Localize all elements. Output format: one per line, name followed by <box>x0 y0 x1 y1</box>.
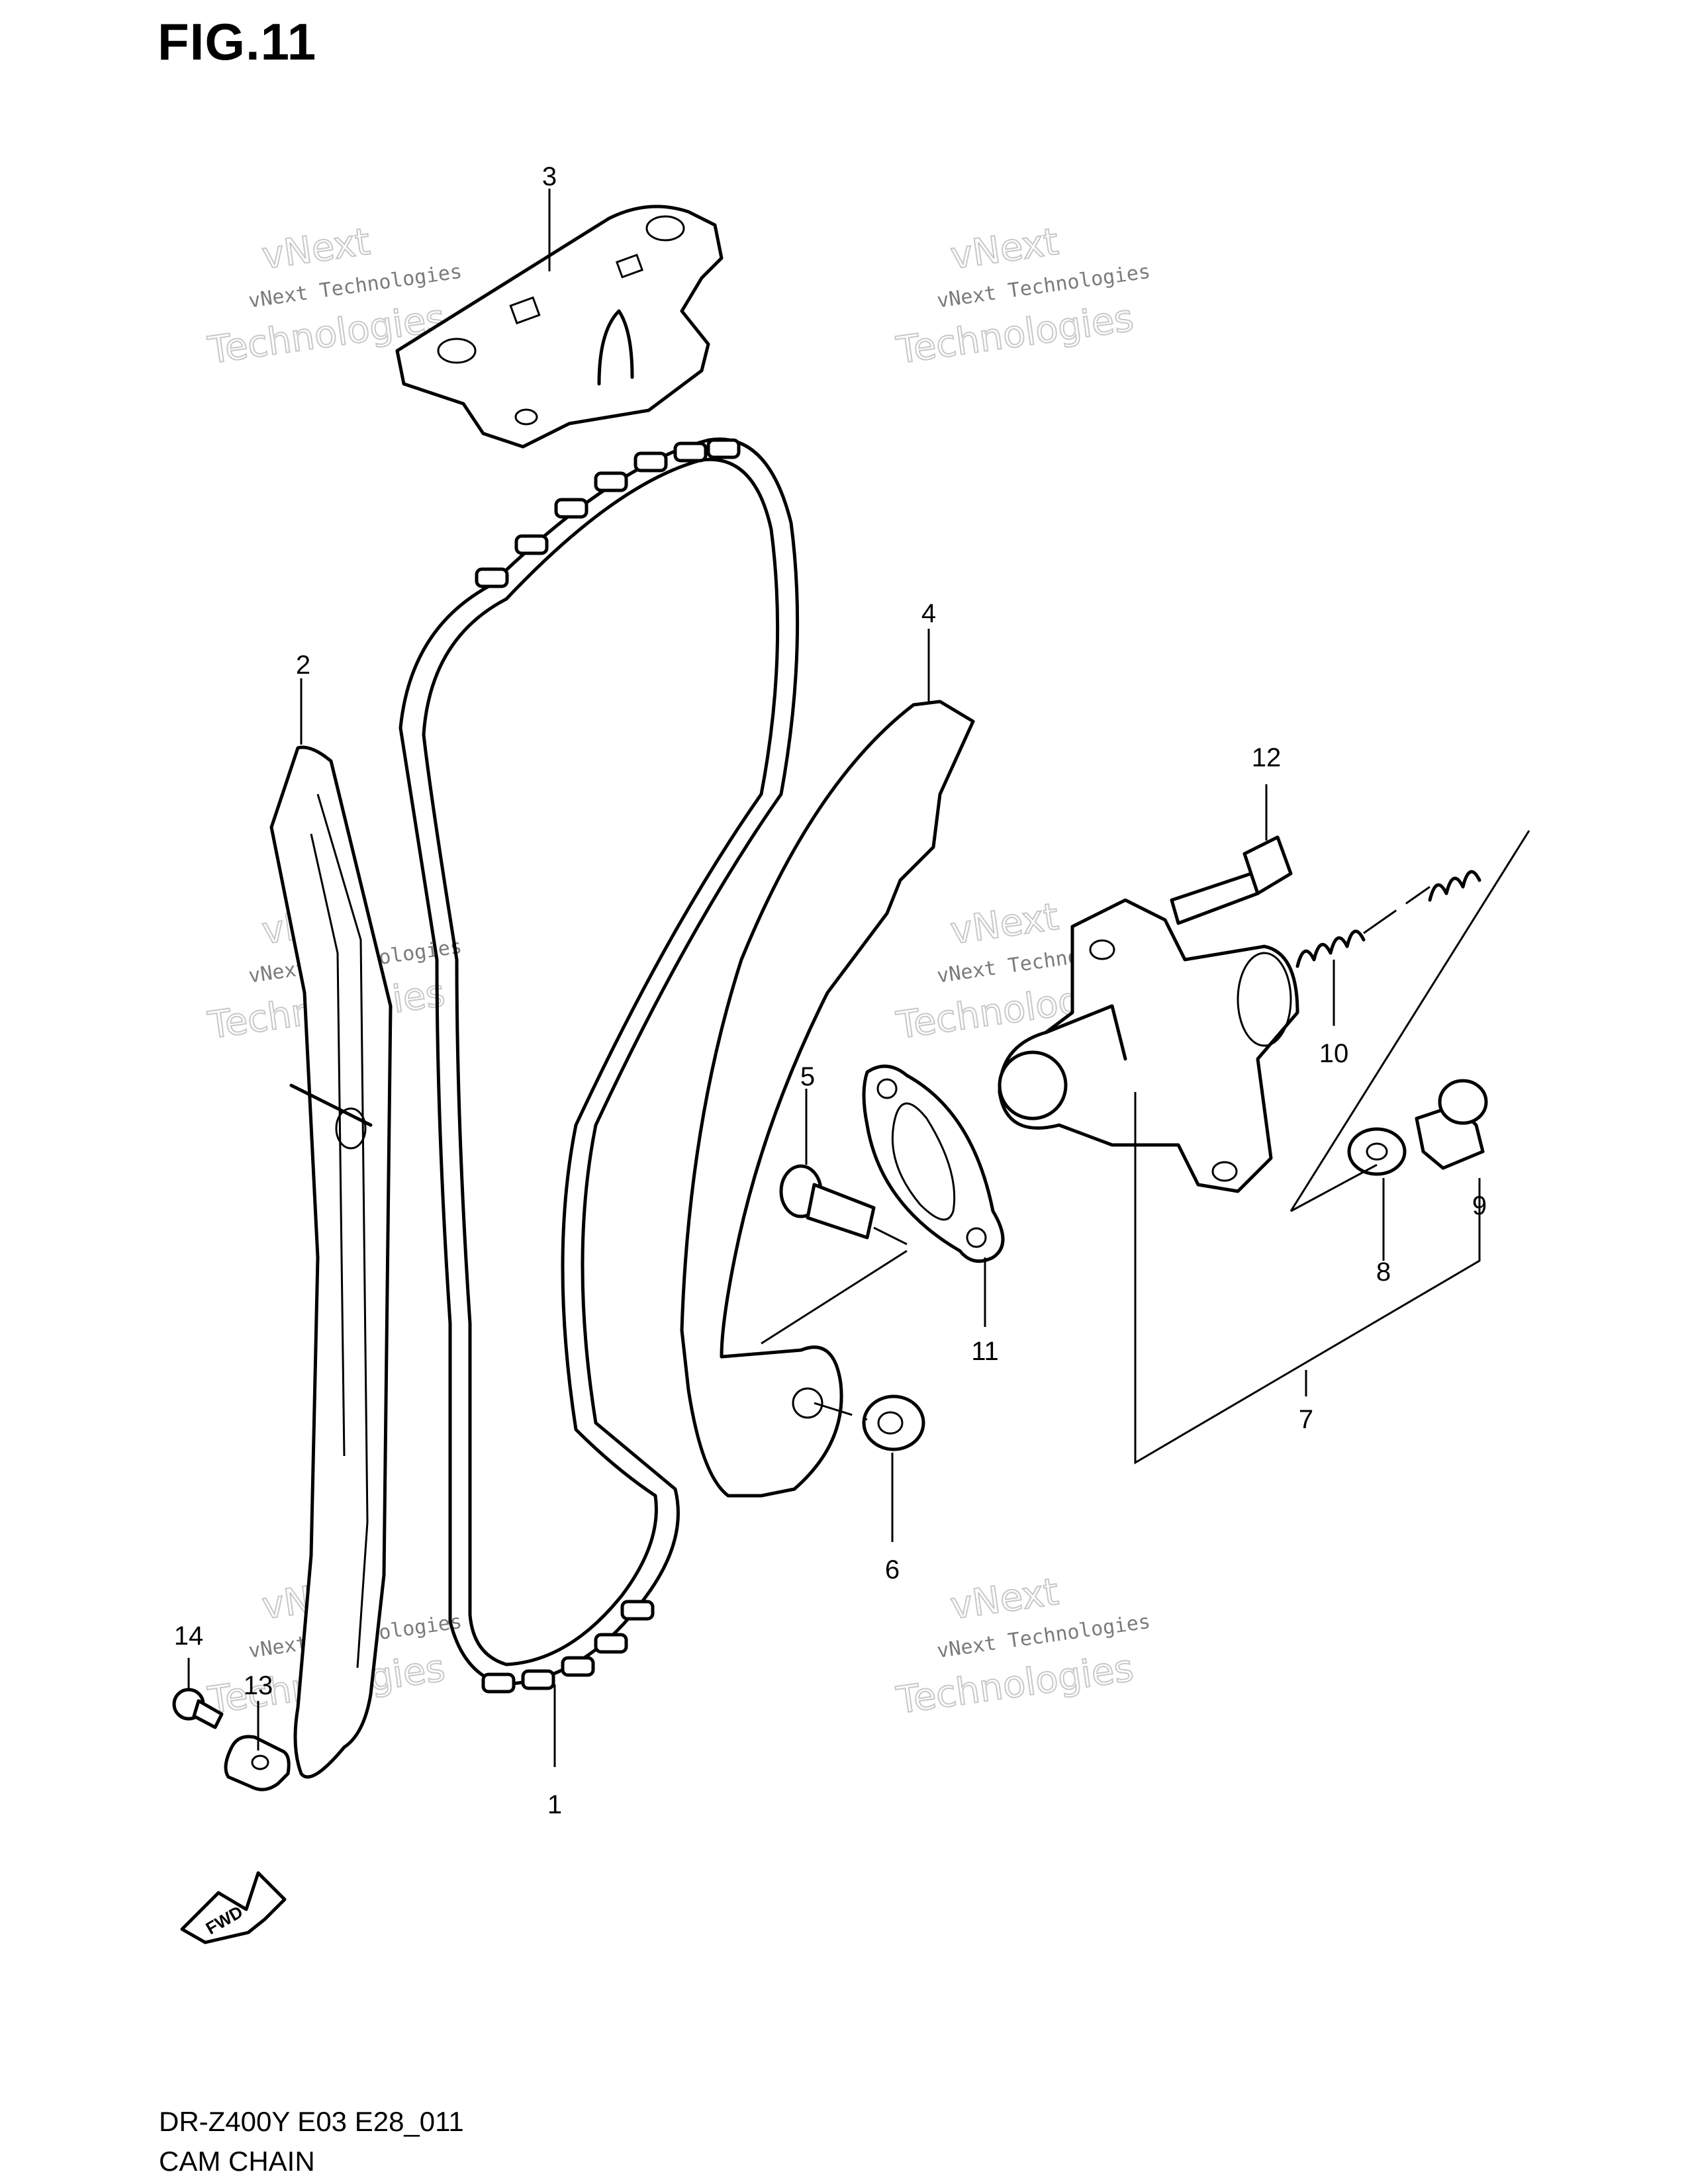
watermark-text: vNext <box>948 1570 1061 1628</box>
part-3-top-guide <box>395 205 724 449</box>
part-9-cap-bolt <box>1415 1079 1488 1170</box>
part-1-cam-chain <box>399 437 800 1694</box>
figure-name: CAM CHAIN <box>159 2146 315 2177</box>
figure-title: FIG.11 <box>158 13 317 71</box>
fwd-arrow-icon: FWD <box>180 1871 287 1944</box>
callout-1: 1 <box>547 1790 562 1819</box>
callout-numbers: 1 2 3 4 5 6 7 8 9 10 11 12 13 14 <box>174 162 1487 1819</box>
assembly-bracket-lines <box>761 830 1530 1465</box>
part-2-front-guide <box>269 745 393 1779</box>
chain-links-bottom <box>481 1600 655 1694</box>
part-10-spring <box>1295 870 1481 968</box>
model-code: DR-Z400Y E03 E28_011 <box>159 2106 464 2137</box>
watermark-text: Technologies <box>894 1647 1136 1723</box>
callout-9: 9 <box>1472 1191 1487 1220</box>
watermark-text: vNext <box>948 220 1061 278</box>
watermark: vNext vNext Technologies Technologies <box>893 1570 1152 1723</box>
chain-links-top <box>475 438 741 588</box>
part-12-bolt <box>1170 835 1293 925</box>
callout-3: 3 <box>542 162 557 191</box>
part-7-tensioner-body <box>998 898 1299 1193</box>
callout-13: 13 <box>244 1671 273 1700</box>
callout-11: 11 <box>971 1337 999 1366</box>
callout-10: 10 <box>1319 1039 1349 1068</box>
part-11-gasket <box>862 1064 1005 1263</box>
callout-8: 8 <box>1376 1257 1391 1287</box>
callout-14: 14 <box>174 1621 204 1651</box>
watermark-text: vNext <box>259 220 373 278</box>
watermark-text: vNext <box>948 895 1061 953</box>
callout-6: 6 <box>885 1555 900 1584</box>
leader-lines <box>187 189 1385 1767</box>
callout-12: 12 <box>1252 743 1282 772</box>
watermark-text: Technologies <box>894 296 1136 373</box>
part-6-washer <box>814 1394 925 1451</box>
watermark: vNext vNext Technologies Technologies <box>893 220 1152 373</box>
part-14-screw <box>172 1688 224 1729</box>
callout-5: 5 <box>800 1062 815 1091</box>
part-4-tensioner-arm <box>680 700 975 1498</box>
callout-7: 7 <box>1299 1405 1313 1434</box>
part-5-bolt <box>779 1164 908 1246</box>
callout-2: 2 <box>296 651 310 680</box>
part-8-washer <box>1347 1127 1407 1176</box>
callout-4: 4 <box>921 599 936 628</box>
part-13-lock-plate <box>224 1735 291 1792</box>
